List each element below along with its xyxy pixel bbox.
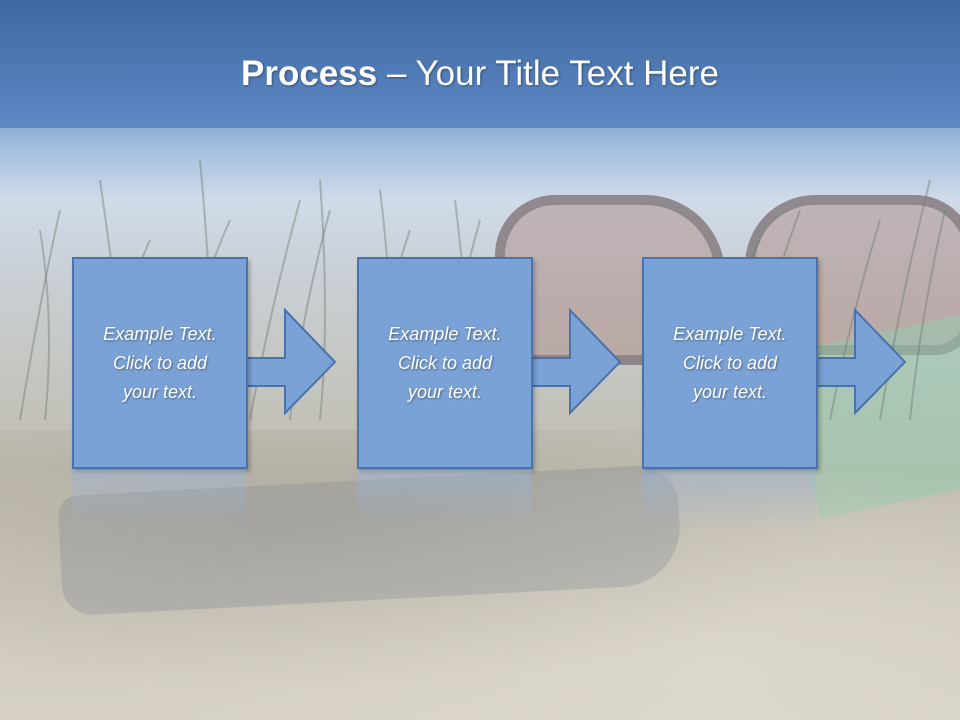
process-box-3-reflection [642, 470, 816, 530]
process-box-2-reflection [357, 470, 531, 530]
title-bold: Process [241, 54, 378, 93]
process-box-1[interactable]: Example Text. Click to add your text. [72, 257, 248, 469]
sand-texture [0, 430, 960, 720]
process-box-1-text: Example Text. Click to add your text. [103, 323, 217, 402]
process-box-2-text: Example Text. Click to add your text. [388, 323, 502, 402]
title-rest: – Your Title Text Here [377, 54, 719, 93]
slide-title[interactable]: Process – Your Title Text Here [0, 52, 960, 96]
process-box-1-reflection [72, 470, 246, 530]
title-band [0, 0, 960, 128]
process-box-2[interactable]: Example Text. Click to add your text. [357, 257, 533, 469]
process-step-3: Example Text. Click to add your text. [642, 257, 912, 469]
process-step-2: Example Text. Click to add your text. [357, 257, 627, 469]
process-box-3-text: Example Text. Click to add your text. [673, 323, 787, 402]
process-box-3[interactable]: Example Text. Click to add your text. [642, 257, 818, 469]
process-step-1: Example Text. Click to add your text. [72, 257, 342, 469]
